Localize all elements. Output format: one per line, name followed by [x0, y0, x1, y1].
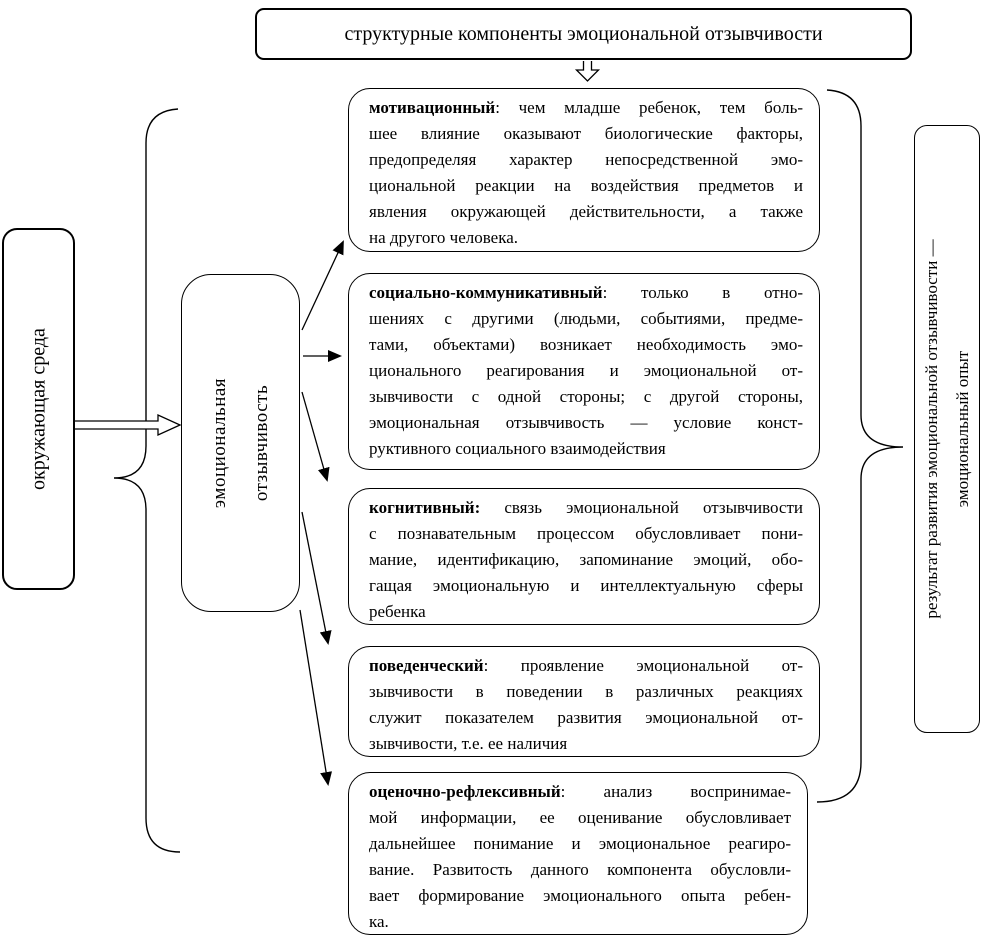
component-line: вает формирование эмоционального опыта р…: [369, 886, 791, 905]
component-line: шениях с другими (людьми, событиями, пре…: [369, 309, 803, 328]
component-line: ка.: [369, 912, 389, 931]
component-line: гащая эмоциональную и интеллектуальную с…: [369, 576, 803, 595]
component-term: социально-коммуникативный: [369, 283, 603, 302]
component-line: руктивного социального взаимодействия: [369, 439, 666, 458]
component-line: вание. Развитость данного компонента обу…: [369, 860, 791, 879]
result-label-line1: результат развития эмоциональной отзывчи…: [922, 239, 941, 619]
result-box: результат развития эмоциональной отзывчи…: [914, 125, 980, 733]
central-label-line2: отзывчивость: [250, 384, 272, 502]
result-label-line2: эмоциональный опыт: [953, 350, 972, 508]
component-line: служит показателем развития эмоционально…: [369, 708, 803, 727]
environment-box: окружающая среда: [2, 228, 75, 590]
component-line: эмоциональная отзывчивость — условие кон…: [369, 413, 803, 432]
right-curly-brace: [816, 89, 904, 803]
arrow-to-behavioral: [301, 511, 332, 645]
arrow-to-evaluative-reflexive: [299, 609, 333, 786]
component-box-behavioral: поведенческий: проявление эмоциональной …: [348, 646, 820, 757]
component-box-evaluative-reflexive: оценочно-рефлексивный: анализ воспринима…: [348, 772, 808, 935]
component-line: циональной реакции на воздействия предме…: [369, 176, 803, 195]
component-line: поведенческий: проявление эмоциональной …: [369, 656, 803, 675]
component-box-social-communicative: социально-коммуникативный: только в отно…: [348, 273, 820, 470]
component-line: мотивационный: чем младше ребенок, тем б…: [369, 98, 803, 117]
arrow-to-cognitive: [301, 391, 330, 482]
component-line: социально-коммуникативный: только в отно…: [369, 283, 803, 302]
component-line: на другого человека.: [369, 228, 519, 247]
central-label: эмоциональная отзывчивость: [199, 275, 283, 611]
component-line: зывчивости с одной стороны; с другой сто…: [369, 387, 803, 406]
component-line: дальнейшее понимание и эмоциональное реа…: [369, 834, 791, 853]
component-line: мой информации, ее оценивание обусловлив…: [369, 808, 791, 827]
central-box: эмоциональная отзывчивость: [181, 274, 300, 612]
component-line: с познавательным процессом обусловливает…: [369, 524, 803, 543]
left-curly-brace: [113, 108, 181, 853]
component-line: ционального реагирования и эмоциональной…: [369, 361, 803, 380]
component-term: поведенческий: [369, 656, 484, 675]
component-term: мотивационный: [369, 98, 496, 117]
title-box: структурные компоненты эмоциональной отз…: [255, 8, 912, 60]
component-line: предопределяя характер непосредственной …: [369, 150, 803, 169]
result-label: результат развития эмоциональной отзывчи…: [916, 126, 978, 732]
component-line: явления окружающей действительности, а т…: [369, 202, 803, 221]
component-line: ребенка: [369, 602, 426, 621]
component-term: оценочно-рефлексивный: [369, 782, 561, 801]
component-box-cognitive: когнитивный: связь эмоциональной отзывчи…: [348, 488, 820, 625]
component-line: тами, объектами) возникает необходимость…: [369, 335, 803, 354]
component-line: зывчивости, т.е. ее наличия: [369, 734, 568, 753]
arrow-to-motivational: [301, 240, 344, 331]
component-line: мание, идентификацию, запоминание эмоций…: [369, 550, 803, 569]
component-term: когнитивный:: [369, 498, 481, 517]
component-box-motivational: мотивационный: чем младше ребенок, тем б…: [348, 88, 820, 252]
component-line: оценочно-рефлексивный: анализ воспринима…: [369, 782, 791, 801]
component-line: когнитивный: связь эмоциональной отзывчи…: [369, 498, 803, 517]
component-line: шее влияние оказывают биологические факт…: [369, 124, 803, 143]
central-label-line1: эмоциональная: [208, 377, 230, 509]
environment-label: окружающая среда: [27, 328, 49, 490]
env-to-central-arrow: [75, 413, 182, 437]
component-line: зывчивости в поведении в различных реакц…: [369, 682, 803, 701]
diagram-title: структурные компоненты эмоциональной отз…: [344, 22, 823, 45]
double-down-arrow: [574, 61, 601, 82]
